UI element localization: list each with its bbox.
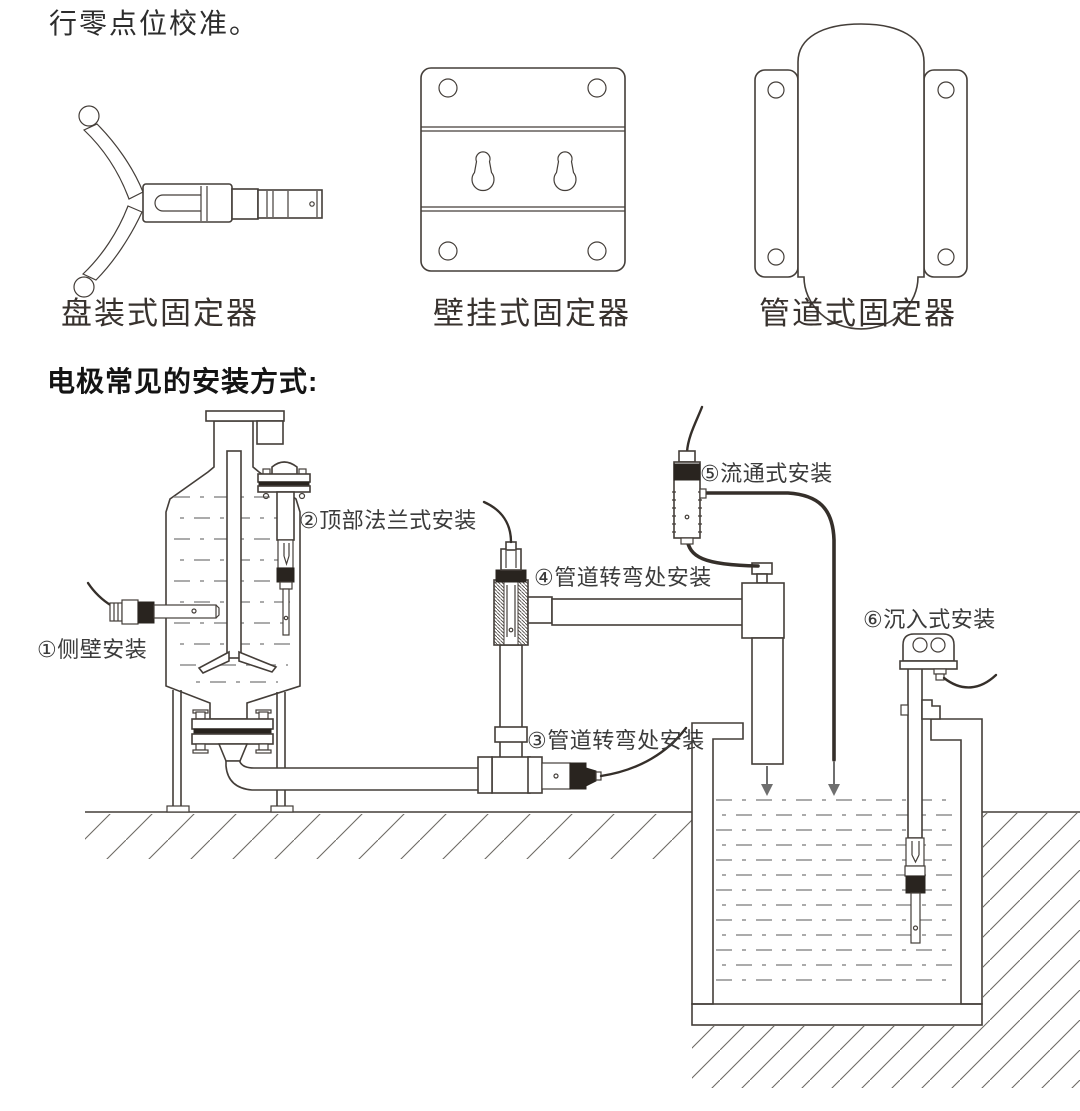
label-submersion-install: ⑥沉入式安装 xyxy=(863,607,996,632)
electrode-submersion xyxy=(899,633,998,944)
intro-text: 行零点位校准。 xyxy=(49,8,260,39)
caption-panel-fixture: 盘装式固定器 xyxy=(61,296,259,331)
electrode-flow-through xyxy=(672,405,840,796)
reactor-tank xyxy=(165,410,482,813)
label-pipe-bend-install-lower: ③管道转弯处安装 xyxy=(527,728,705,753)
electrode-side-wall xyxy=(86,581,220,625)
label-side-wall-install: ①侧壁安装 xyxy=(37,637,148,662)
label-flow-through-install: ⑤流通式安装 xyxy=(700,461,833,486)
label-top-flange-install: ②顶部法兰式安装 xyxy=(299,508,477,533)
electrode-top-flange xyxy=(257,461,311,636)
section-heading: 电极常见的安装方式: xyxy=(47,366,319,397)
caption-wall-fixture: 壁挂式固定器 xyxy=(433,296,631,331)
electrode-pipe-bend-lower xyxy=(477,644,688,794)
caption-pipe-fixture: 管道式固定器 xyxy=(759,296,957,331)
pipe-fixture-drawing xyxy=(754,23,968,330)
panel-fixture-drawing xyxy=(73,105,323,298)
electrode-pipe-bend-upper xyxy=(482,500,745,743)
label-pipe-bend-install-upper: ④管道转弯处安装 xyxy=(534,565,712,590)
ground-left xyxy=(85,811,692,859)
wall-fixture-drawing xyxy=(420,67,626,272)
sump-pit xyxy=(691,718,1080,1088)
